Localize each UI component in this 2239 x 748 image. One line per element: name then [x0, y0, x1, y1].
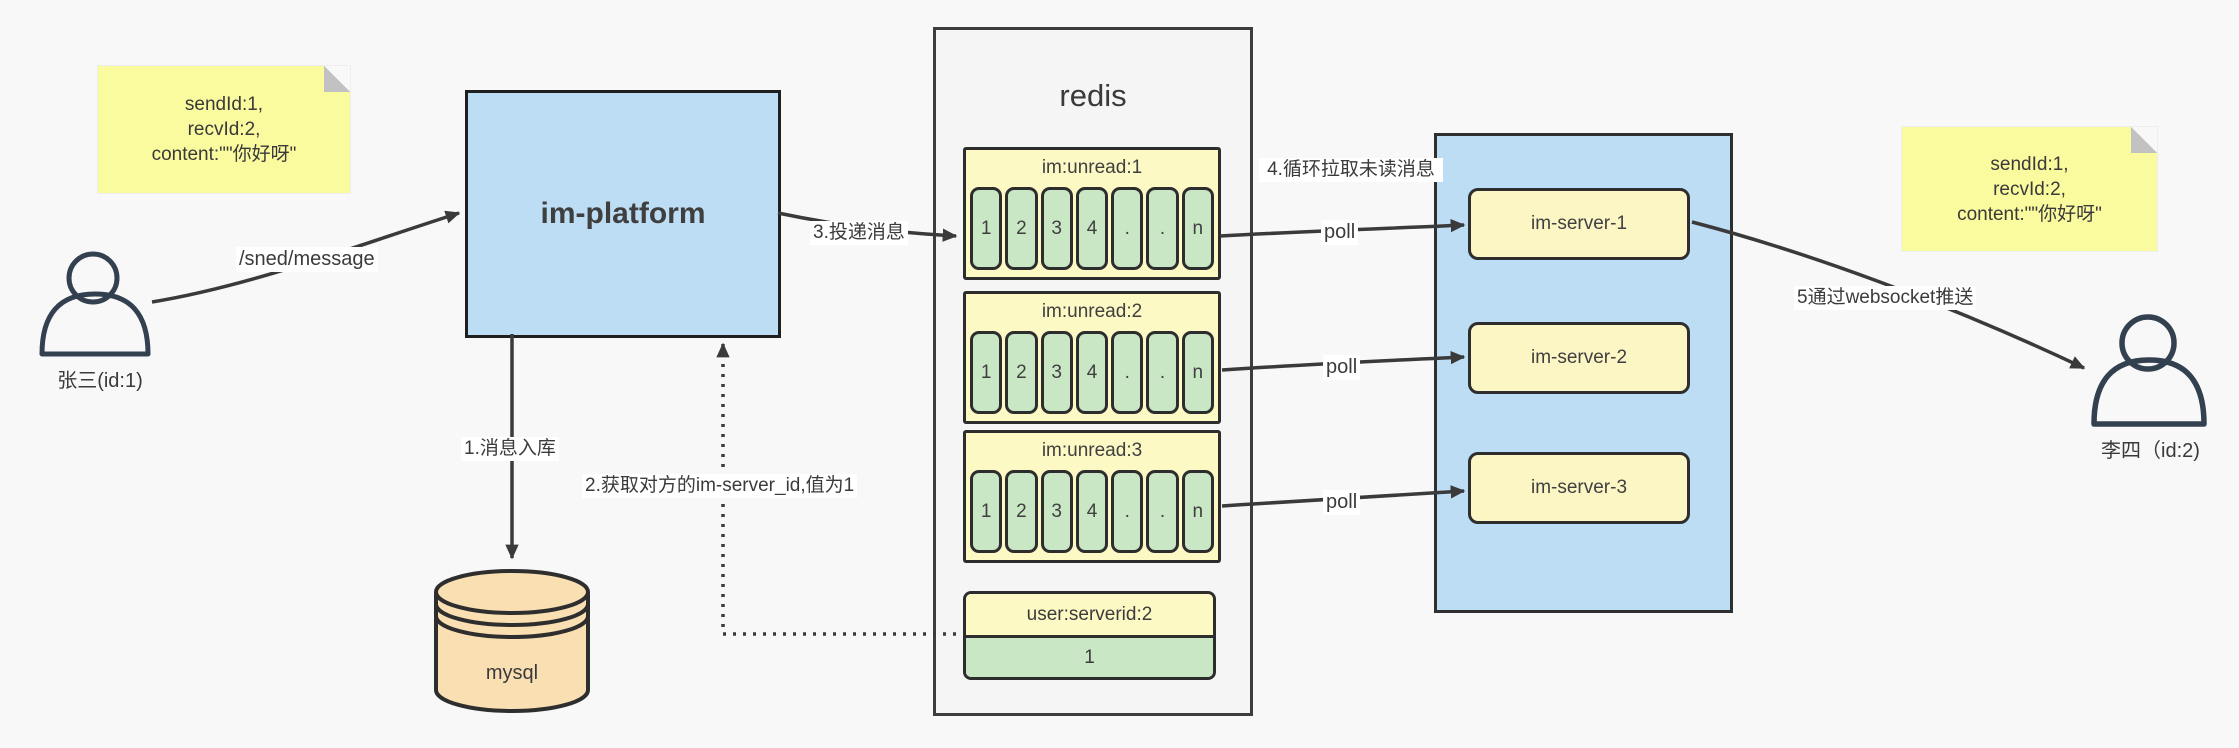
queue-cell: .	[1111, 187, 1144, 270]
queue-cell: n	[1181, 470, 1214, 553]
receiver-label: 李四（id:2)	[2101, 440, 2200, 462]
note-line: content:""你好呀"	[151, 144, 297, 165]
queue-cell: 4	[1075, 187, 1109, 270]
edge-label-step5: 5通过websocket推送	[1794, 286, 1977, 310]
im-server-3-node: im-server-3	[1468, 452, 1690, 524]
im-server-cluster: im-server-1 im-server-2 im-server-3	[1434, 133, 1733, 613]
note-fold-icon	[324, 66, 350, 92]
queue-cell: 3	[1040, 187, 1073, 270]
redis-queue-unread-2: im:unread:2 1 2 3 4 . . n	[963, 291, 1221, 424]
im-server-2-node: im-server-2	[1468, 322, 1690, 394]
note-line: recvId:2,	[187, 119, 261, 140]
im-platform-node: im-platform	[465, 90, 781, 338]
edge-label-step4: 4.循环拉取未读消息	[1259, 158, 1443, 182]
im-platform-label: im-platform	[540, 197, 706, 230]
edge-label-step1: 1.消息入库	[461, 437, 559, 461]
edge-label-poll-3: poll	[1323, 490, 1361, 515]
im-server-3-label: im-server-3	[1530, 477, 1628, 498]
queue-cell: 3	[1040, 470, 1073, 553]
queue-cell: .	[1146, 187, 1179, 270]
receiver-user-icon	[2091, 314, 2207, 427]
sticky-note-receiver: sendId:1, recvId:2, content:""你好呀"	[1902, 127, 2157, 251]
kv-key-label: user:serverid:2	[966, 594, 1213, 638]
redis-queue-unread-1: im:unread:1 1 2 3 4 . . n	[963, 147, 1221, 280]
im-server-1-label: im-server-1	[1530, 213, 1628, 234]
sender-label: 张三(id:1)	[57, 370, 143, 392]
note-line: sendId:1,	[1990, 153, 2069, 175]
queue-cell: 1	[970, 470, 1003, 553]
note-line: content:""你好呀"	[1957, 203, 2102, 225]
queue-cell: .	[1146, 470, 1179, 553]
queue-cell: .	[1111, 331, 1144, 414]
queue-cells: 1 2 3 4 . . n	[970, 331, 1214, 414]
queue-label: im:unread:2	[1041, 301, 1143, 322]
im-server-1-node: im-server-1	[1468, 188, 1690, 260]
queue-cell: 1	[970, 187, 1003, 270]
mysql-database-icon	[434, 569, 590, 713]
queue-cell: 2	[1005, 331, 1038, 414]
queue-cell: n	[1181, 331, 1214, 414]
queue-cell: .	[1146, 331, 1179, 414]
edge-label-send-message: /sned/message	[236, 247, 378, 272]
sender-user-icon	[39, 251, 151, 357]
note-line: sendId:1,	[184, 94, 264, 115]
queue-label: im:unread:1	[1041, 157, 1143, 178]
queue-cell: 4	[1075, 470, 1109, 553]
note-line: recvId:2,	[1993, 178, 2066, 200]
note-fold-icon	[2131, 127, 2157, 153]
queue-cell: .	[1111, 470, 1144, 553]
redis-queue-unread-3: im:unread:3 1 2 3 4 . . n	[963, 430, 1221, 563]
queue-cell: 1	[970, 331, 1003, 414]
queue-cells: 1 2 3 4 . . n	[970, 470, 1214, 553]
kv-value: 1	[966, 638, 1213, 677]
redis-user-serverid-node: user:serverid:2 1	[963, 591, 1216, 680]
mysql-label: mysql	[485, 662, 539, 684]
queue-cell: 4	[1075, 331, 1109, 414]
im-server-2-label: im-server-2	[1530, 347, 1628, 368]
redis-title: redis	[1059, 78, 1127, 113]
queue-cell: 3	[1040, 331, 1073, 414]
queue-cell: n	[1181, 187, 1214, 270]
queue-cell: 2	[1005, 187, 1038, 270]
edge-label-poll-2: poll	[1323, 355, 1361, 380]
queue-label: im:unread:3	[1041, 440, 1143, 461]
edge-label-poll-1: poll	[1321, 220, 1359, 245]
queue-cell: 2	[1005, 470, 1038, 553]
edge-label-step3: 3.投递消息	[810, 221, 908, 245]
queue-cells: 1 2 3 4 . . n	[970, 187, 1214, 270]
redis-container: redis im:unread:1 1 2 3 4 . . n im:unrea…	[933, 27, 1253, 716]
sticky-note-sender: sendId:1, recvId:2, content:""你好呀"	[98, 66, 350, 193]
edge-label-step2: 2.获取对方的im-server_id,值为1	[582, 474, 858, 498]
